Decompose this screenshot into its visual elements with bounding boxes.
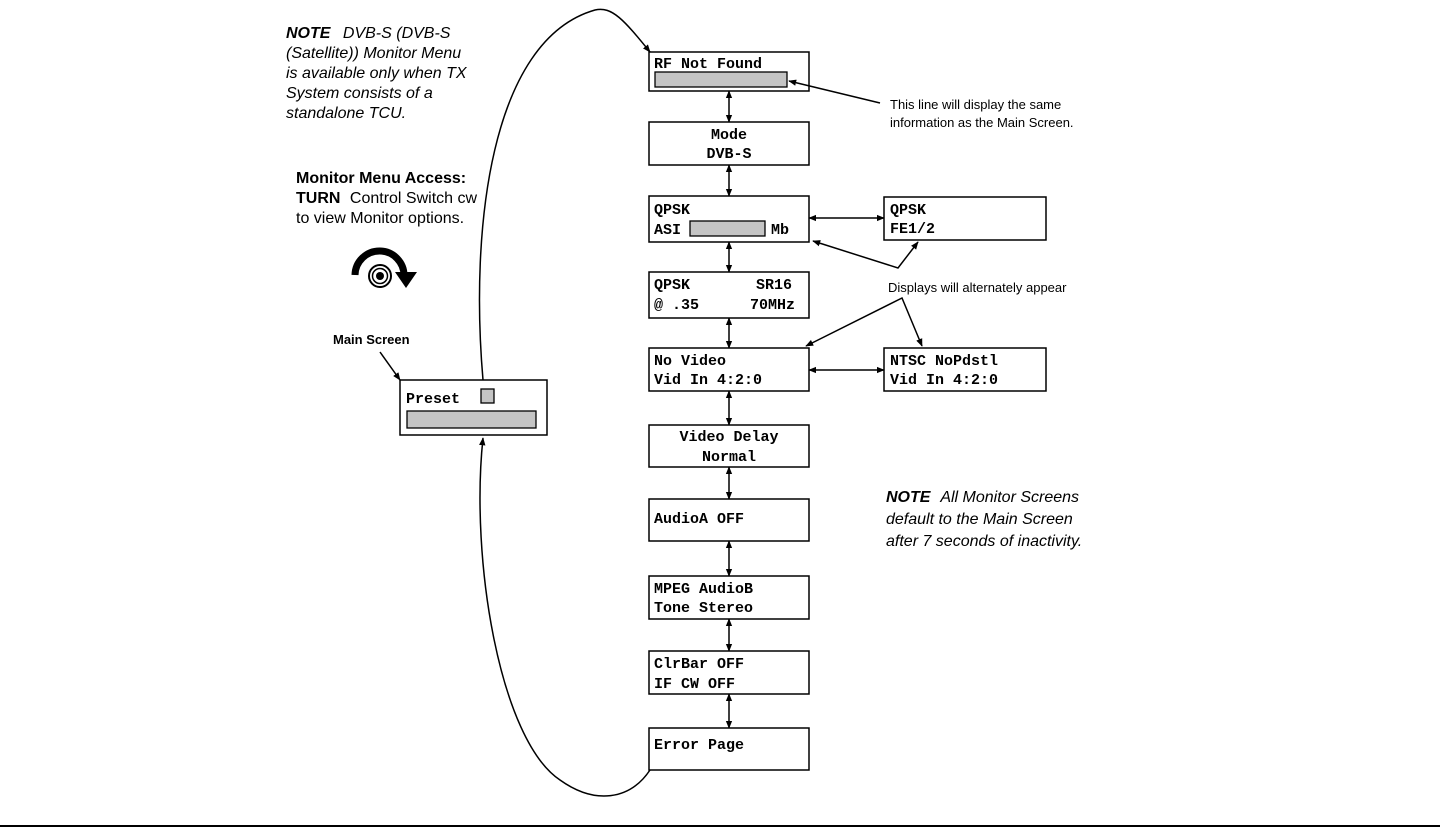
- note-label: NOTE: [886, 489, 932, 506]
- qpsk-sr-line1a: QPSK: [654, 277, 690, 294]
- svg-text:TURN Control Switch cw: TURN Control Switch cw: [296, 190, 477, 207]
- main-screen-label: Main Screen: [333, 332, 410, 347]
- screen-qpsk-asi: QPSK ASI Mb: [648, 195, 810, 243]
- screen-no-video: No Video Vid In 4:2:0: [648, 347, 810, 392]
- screen-audio-a: AudioA OFF: [648, 498, 810, 542]
- access-title: Monitor Menu Access:: [296, 170, 466, 187]
- asi-rate-field: [689, 220, 766, 237]
- mpeg-audio-line1: MPEG AudioB: [654, 581, 753, 598]
- access-verb: TURN: [296, 190, 340, 207]
- status-field: [406, 410, 537, 429]
- error-line1: Error Page: [654, 737, 744, 754]
- main-screen-pointer: [379, 351, 401, 381]
- mode-line1: Mode: [711, 127, 747, 144]
- note-line: (Satellite)) Monitor Menu: [286, 45, 461, 62]
- screen-qpsk-sr: QPSK SR16 @ .35 70MHz: [648, 271, 810, 319]
- main-screen: Preset: [399, 379, 548, 436]
- ntsc-line2: Vid In 4:2:0: [890, 372, 998, 389]
- clrbar-line2: IF CW OFF: [654, 676, 735, 693]
- alternate-callout-top: [812, 240, 919, 269]
- screen-rf-not-found: RF Not Found: [648, 51, 810, 92]
- screen-qpsk-fe: QPSK FE1/2: [883, 196, 1047, 241]
- access-line: Control Switch cw: [350, 190, 478, 207]
- qpsk-asi-line1: QPSK: [654, 202, 690, 219]
- ntsc-line1: NTSC NoPdstl: [890, 353, 998, 370]
- qpsk-asi-unit: Mb: [771, 222, 789, 239]
- video-delay-line2: Normal: [702, 449, 756, 466]
- svg-text:NOTE DVB-S (DVB-S: NOTE DVB-S (DVB-S: [286, 25, 451, 42]
- note-label: NOTE: [286, 25, 332, 42]
- note-line: All Monitor Screens: [939, 489, 1079, 506]
- screen-video-delay: Video Delay Normal: [648, 424, 810, 468]
- bottom-right-note: NOTE All Monitor Screens default to the …: [886, 489, 1082, 550]
- preset-text: Preset: [406, 391, 460, 408]
- qpsk-sr-line1b: SR16: [756, 277, 792, 294]
- note-line: System consists of a: [286, 85, 433, 102]
- mode-line2: DVB-S: [706, 146, 751, 163]
- screen-ntsc: NTSC NoPdstl Vid In 4:2:0: [883, 347, 1047, 392]
- video-delay-line1: Video Delay: [679, 429, 778, 446]
- access-line: to view Monitor options.: [296, 210, 464, 227]
- qpsk-asi-label: ASI: [654, 222, 681, 239]
- note-line: after 7 seconds of inactivity.: [886, 533, 1082, 550]
- qpsk-sr-line2b: 70MHz: [750, 297, 795, 314]
- rf-callout-arrow: [788, 79, 881, 104]
- note-line: default to the Main Screen: [886, 511, 1073, 528]
- clrbar-line1: ClrBar OFF: [654, 656, 744, 673]
- note-line: is available only when TX: [286, 65, 468, 82]
- rf-info-field: [654, 71, 788, 88]
- top-left-note: NOTE DVB-S (DVB-S (Satellite)) Monitor M…: [286, 25, 468, 122]
- no-video-line2: Vid In 4:2:0: [654, 372, 762, 389]
- note-line: standalone TCU.: [286, 105, 406, 122]
- no-video-line1: No Video: [654, 353, 726, 370]
- svg-text:NOTE All Monitor Screens: NOTE All Monitor Screens: [886, 489, 1079, 506]
- access-instructions: Monitor Menu Access: TURN Control Switch…: [296, 170, 477, 227]
- loop-arrow-back: [479, 437, 651, 797]
- rf-callout-line1: This line will display the same: [890, 97, 1061, 112]
- qpsk-sr-line2a: @ .35: [654, 297, 699, 314]
- preset-field: [480, 388, 495, 404]
- alternate-callout-text: Displays will alternately appear: [888, 280, 1067, 295]
- qpsk-fe-line2: FE1/2: [890, 221, 935, 238]
- audio-a-line1: AudioA OFF: [654, 511, 744, 528]
- screen-error-page: Error Page: [648, 727, 810, 771]
- control-knob-icon: [351, 247, 417, 288]
- alternate-callout-bottom: [805, 296, 923, 347]
- note-line: DVB-S (DVB-S: [343, 25, 451, 42]
- qpsk-fe-line1: QPSK: [890, 202, 926, 219]
- screen-mode: Mode DVB-S: [648, 121, 810, 166]
- loop-arrow-up: [478, 8, 651, 381]
- screen-mpeg-audio: MPEG AudioB Tone Stereo: [648, 575, 810, 620]
- rf-callout-line2: information as the Main Screen.: [890, 115, 1074, 130]
- rf-line1: RF Not Found: [654, 56, 762, 73]
- mpeg-audio-line2: Tone Stereo: [654, 600, 753, 617]
- screen-clrbar: ClrBar OFF IF CW OFF: [648, 650, 810, 695]
